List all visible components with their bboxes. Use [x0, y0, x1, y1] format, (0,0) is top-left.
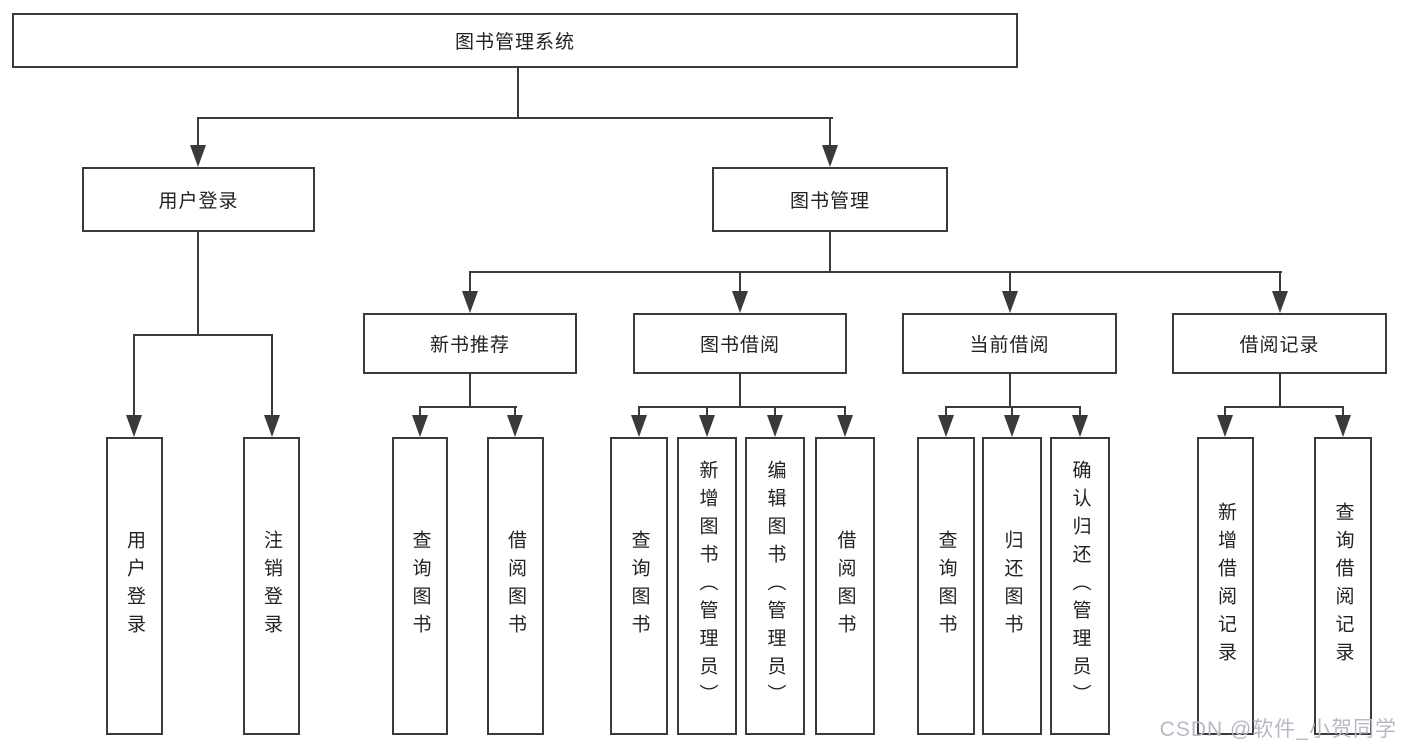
node-borrow-records-label: 借阅记录	[1239, 335, 1320, 356]
node-current-borrow-label: 当前借阅	[969, 335, 1050, 356]
arrow-head	[1072, 415, 1088, 437]
connector-line	[829, 232, 831, 273]
arrow-head	[190, 145, 206, 167]
leaf-query-books-3: 查询图书	[917, 437, 975, 735]
leaf-query-borrow-record: 查询借阅记录	[1314, 437, 1372, 735]
leaf-query-books-3-label: 查询图书	[935, 530, 957, 642]
arrow-head	[507, 415, 523, 437]
connector-line	[1009, 271, 1011, 293]
leaf-borrow-books-1: 借阅图书	[487, 437, 544, 735]
connector-line	[739, 271, 741, 293]
connector-line	[638, 406, 640, 420]
node-book-borrow-label: 图书借阅	[699, 335, 780, 356]
leaf-logout-label: 注销登录	[261, 530, 282, 642]
leaf-return-books-label: 归还图书	[1001, 530, 1023, 642]
node-user-login-label: 用户登录	[158, 191, 239, 212]
node-book-management-label: 图书管理	[789, 191, 870, 212]
leaf-query-books-2-label: 查询图书	[628, 530, 650, 642]
connector-line	[469, 374, 471, 408]
leaf-query-books-1-label: 查询图书	[409, 530, 431, 642]
connector-line	[133, 334, 273, 336]
connector-line	[945, 406, 947, 420]
arrow-head	[631, 415, 647, 437]
leaf-query-books-1: 查询图书	[392, 437, 448, 735]
leaf-user-login: 用户登录	[106, 437, 163, 735]
connector-line	[197, 232, 199, 336]
leaf-query-books-2: 查询图书	[610, 437, 668, 735]
arrow-head	[822, 145, 838, 167]
connector-line	[197, 117, 833, 119]
node-book-management: 图书管理	[712, 167, 948, 232]
leaf-borrow-books-1-label: 借阅图书	[505, 530, 526, 642]
connector-line	[638, 406, 846, 408]
leaf-borrow-books-2-label: 借阅图书	[834, 530, 856, 642]
node-current-borrow: 当前借阅	[902, 313, 1117, 374]
connector-line	[706, 406, 708, 420]
arrow-head	[938, 415, 954, 437]
node-library-system-label: 图书管理系统	[454, 32, 575, 53]
arrow-head	[412, 415, 428, 437]
arrow-head	[699, 415, 715, 437]
connector-line	[774, 406, 776, 420]
connector-line	[1224, 406, 1344, 408]
leaf-confirm-return-admin-label: 确认归还（管理员）	[1069, 460, 1091, 712]
connector-line	[469, 271, 471, 293]
leaf-user-login-label: 用户登录	[124, 530, 145, 642]
leaf-add-borrow-record: 新增借阅记录	[1197, 437, 1254, 735]
arrow-head	[1272, 291, 1288, 313]
node-borrow-records: 借阅记录	[1172, 313, 1387, 374]
connector-line	[419, 406, 421, 420]
node-library-system: 图书管理系统	[12, 13, 1018, 68]
connector-line	[1224, 406, 1226, 420]
connector-line	[1011, 406, 1013, 420]
leaf-query-borrow-record-label: 查询借阅记录	[1332, 502, 1354, 670]
connector-line	[271, 334, 273, 418]
arrow-head	[1335, 415, 1351, 437]
arrow-head	[1004, 415, 1020, 437]
connector-line	[1342, 406, 1344, 420]
arrow-head	[1217, 415, 1233, 437]
node-new-book-recommend-label: 新书推荐	[429, 335, 510, 356]
arrow-head	[732, 291, 748, 313]
arrow-head	[126, 415, 142, 437]
arrow-head	[1002, 291, 1018, 313]
leaf-borrow-books-2: 借阅图书	[815, 437, 875, 735]
leaf-add-book-admin-label: 新增图书（管理员）	[696, 460, 718, 712]
node-new-book-recommend: 新书推荐	[363, 313, 577, 374]
connector-line	[514, 406, 516, 420]
csdn-watermark: CSDN @软件_小贺同学	[1159, 718, 1397, 741]
arrow-head	[837, 415, 853, 437]
arrow-head	[767, 415, 783, 437]
connector-line	[1279, 374, 1281, 408]
node-book-borrow: 图书借阅	[633, 313, 847, 374]
leaf-edit-book-admin: 编辑图书（管理员）	[745, 437, 805, 735]
connector-line	[739, 374, 741, 408]
leaf-edit-book-admin-label: 编辑图书（管理员）	[764, 460, 786, 712]
connector-line	[197, 117, 199, 149]
connector-line	[1009, 374, 1011, 408]
connector-line	[133, 334, 135, 418]
connector-line	[945, 406, 1081, 408]
leaf-add-borrow-record-label: 新增借阅记录	[1215, 502, 1236, 670]
connector-line	[829, 117, 831, 149]
connector-line	[1079, 406, 1081, 420]
leaf-add-book-admin: 新增图书（管理员）	[677, 437, 737, 735]
leaf-confirm-return-admin: 确认归还（管理员）	[1050, 437, 1110, 735]
connector-line	[419, 406, 517, 408]
node-user-login: 用户登录	[82, 167, 315, 232]
arrow-head	[462, 291, 478, 313]
connector-line	[1279, 271, 1281, 293]
arrow-head	[264, 415, 280, 437]
connector-line	[469, 271, 1282, 273]
connector-line	[844, 406, 846, 420]
leaf-logout: 注销登录	[243, 437, 300, 735]
connector-line	[517, 68, 519, 118]
leaf-return-books: 归还图书	[982, 437, 1042, 735]
